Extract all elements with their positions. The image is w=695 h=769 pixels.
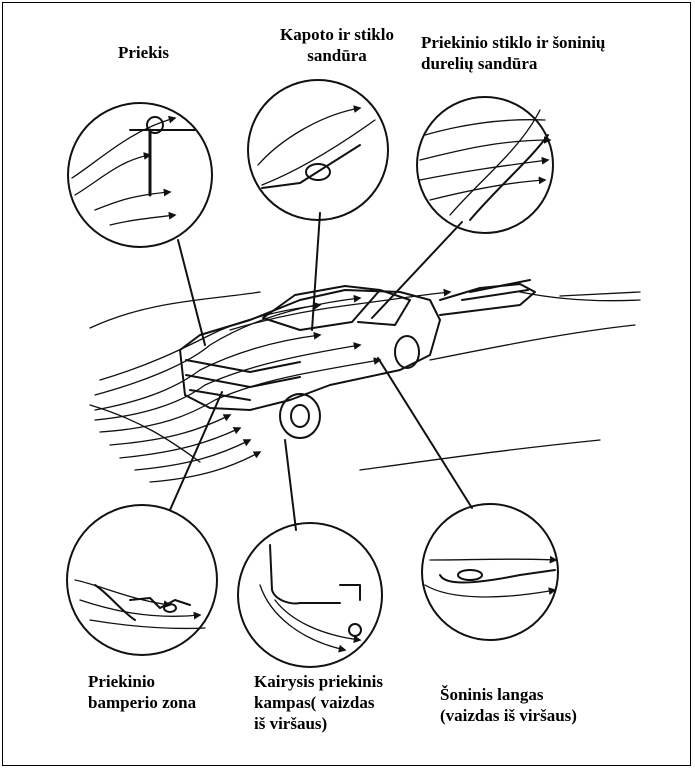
label-windshield-side-door: Priekinio stiklo ir šoninių durelių sand… [421, 32, 691, 74]
detail-circle-hood-windshield [248, 80, 388, 220]
label-front: Priekis [118, 42, 169, 63]
ground-lines [90, 292, 640, 470]
detail-circle-front [68, 103, 212, 247]
label-left-front-corner: Kairysis priekinis kampas( vaizdas iš vi… [254, 671, 383, 734]
detail-circle-side-window [422, 504, 558, 640]
detail-circle-left-front-corner [238, 523, 382, 667]
leader-lines [170, 213, 472, 530]
label-side-window: Šoninis langas (vaizdas iš viršaus) [440, 684, 577, 726]
label-front-bumper: Priekinio bamperio zona [88, 671, 196, 713]
detail-circle-front-bumper [67, 505, 217, 655]
label-hood-windshield: Kapoto ir stiklo sandūra [262, 24, 412, 66]
detail-circle-windshield-door [417, 97, 553, 233]
